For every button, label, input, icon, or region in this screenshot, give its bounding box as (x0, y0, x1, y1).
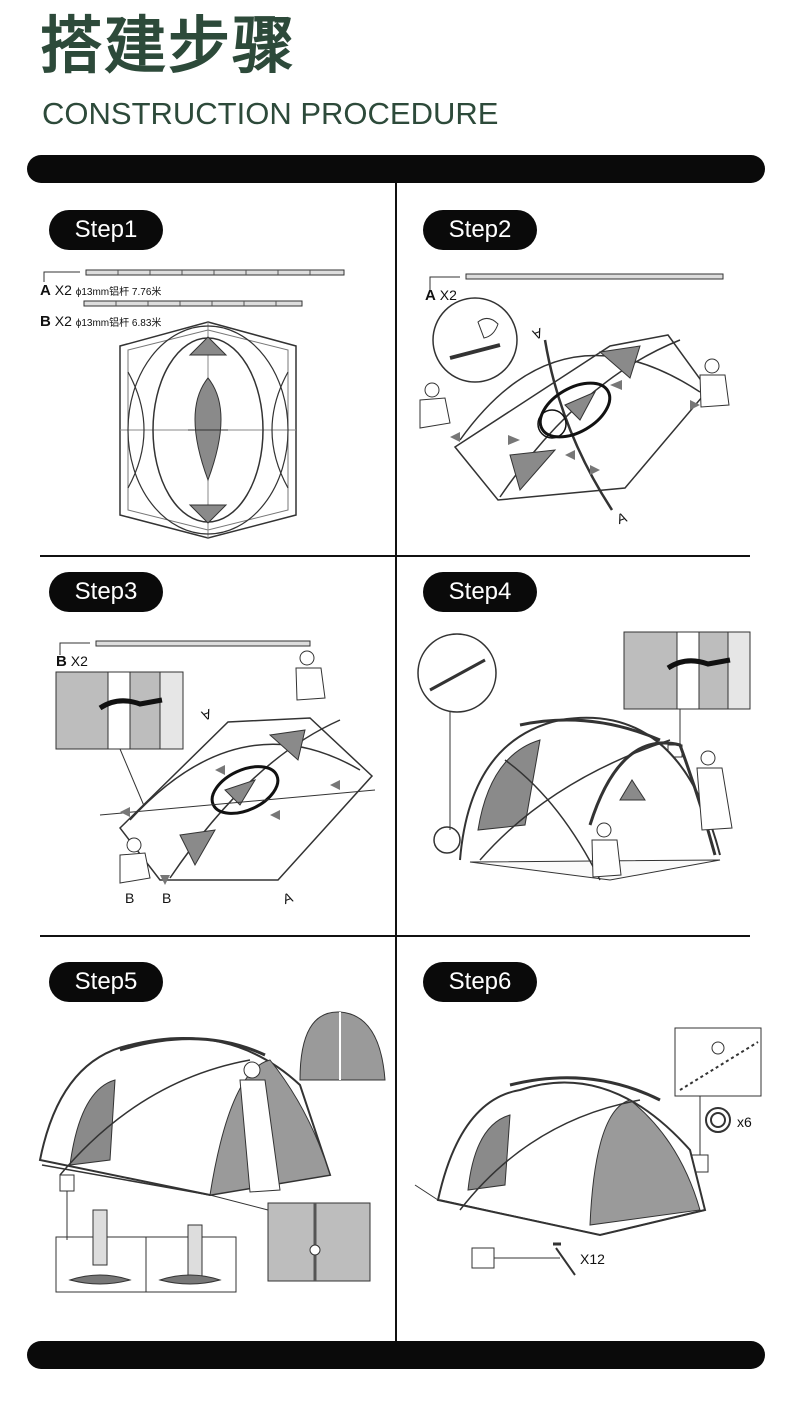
grid-vertical-divider (395, 183, 397, 1341)
step3-pole-qty: X2 (70, 653, 88, 669)
step4-badge: Step4 (423, 572, 537, 612)
step1-pole-a-letter: A (40, 282, 51, 299)
step6-stake-qty: X12 (580, 1251, 605, 1267)
step1-pole-b-letter: B (40, 313, 51, 330)
top-divider-bar (27, 155, 765, 183)
step1-pole-b-qty: X2 (54, 313, 72, 329)
step5-badge: Step5 (49, 962, 163, 1002)
step1-badge: Step1 (49, 210, 163, 250)
step3-marker-b-left: B (125, 890, 135, 906)
page-subtitle: CONSTRUCTION PROCEDURE (42, 96, 499, 131)
page-title: 搭建步骤 (40, 9, 297, 82)
step2-pole-letter: A (425, 287, 436, 304)
step2-badge: Step2 (423, 210, 537, 250)
step3-pole-letter: B (56, 653, 67, 670)
bottom-divider-bar (27, 1341, 765, 1369)
step3-badge: Step3 (49, 572, 163, 612)
grid-row-divider-1 (40, 555, 750, 557)
step1-pole-b-spec: ϕ13mm铝杆 6.83米 (75, 318, 162, 329)
step6-rope-qty: x6 (737, 1114, 752, 1130)
grid-row-divider-2 (40, 935, 750, 937)
step6-badge: Step6 (423, 962, 537, 1002)
step2-pole-qty: X2 (439, 287, 457, 303)
step3-marker-b-right: B (162, 890, 172, 906)
step1-pole-a-spec: ϕ13mm铝杆 7.76米 (75, 287, 162, 298)
step1-pole-a-qty: X2 (54, 282, 72, 298)
